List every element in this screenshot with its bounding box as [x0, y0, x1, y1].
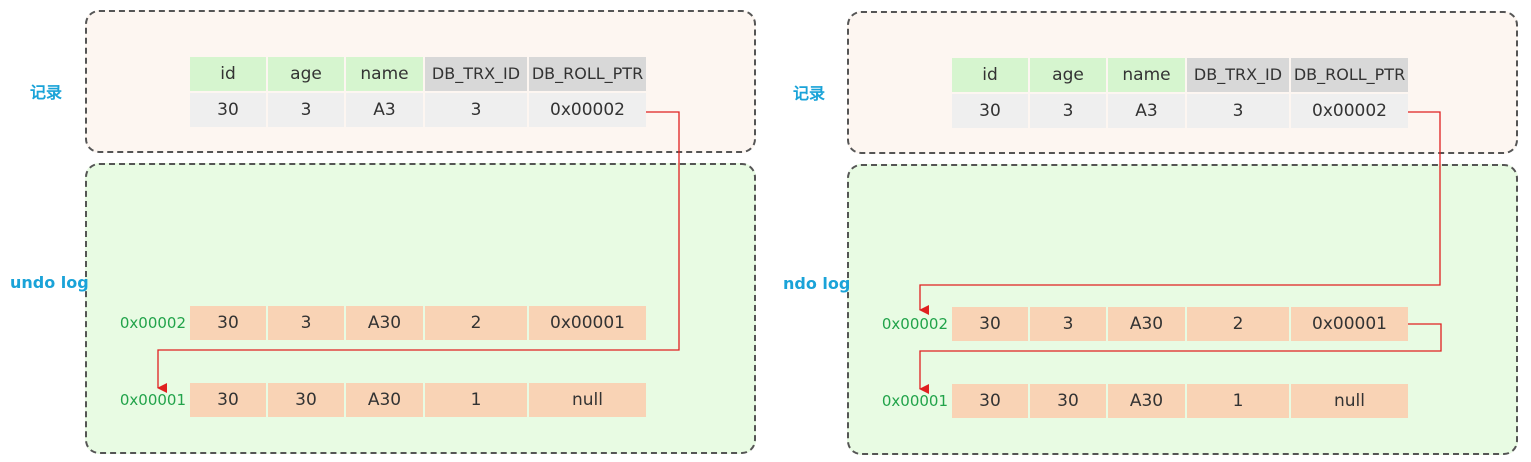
undo-address: 0x00001	[881, 392, 948, 410]
header-db-trx-id: DB_TRX_ID	[1187, 58, 1289, 92]
record-id: 30	[952, 94, 1028, 128]
record-name: A3	[346, 93, 423, 127]
header-name: name	[346, 57, 423, 91]
undo-cell-name: A30	[1108, 307, 1185, 341]
header-db-trx-id: DB_TRX_ID	[425, 57, 527, 91]
record-age: 3	[1030, 94, 1106, 128]
header-name: name	[1108, 58, 1185, 92]
pointer-arrows	[157, 111, 680, 393]
undo-log-label: ndo log	[783, 274, 851, 293]
header-id: id	[952, 58, 1028, 92]
record-roll-ptr: 0x00002	[529, 93, 646, 127]
undo-log-label: undo log	[10, 273, 89, 292]
undo-cell-age: 30	[1030, 384, 1106, 418]
left-panel: 记录 undo log id age name DB_TRX_ID DB_ROL…	[0, 0, 760, 462]
roll-pointer-arrow	[919, 323, 1442, 394]
undo-address: 0x00001	[119, 391, 186, 409]
header-db-roll-ptr: DB_ROLL_PTR	[529, 57, 646, 91]
undo-cell-roll-ptr: null	[529, 383, 646, 417]
record-trx-id: 3	[425, 93, 527, 127]
undo-cell-trx-id: 1	[1187, 384, 1289, 418]
undo-cell-age: 3	[1030, 307, 1106, 341]
record-label: 记录	[30, 83, 63, 102]
undo-cell-trx-id: 2	[1187, 307, 1289, 341]
undo-cell-id: 30	[190, 306, 266, 340]
record-label: 记录	[793, 84, 826, 103]
header-age: age	[1030, 58, 1106, 92]
header-db-roll-ptr: DB_ROLL_PTR	[1291, 58, 1408, 92]
pointer-arrows	[919, 111, 1442, 394]
undo-cell-name: A30	[1108, 384, 1185, 418]
record-name: A3	[1108, 94, 1185, 128]
undo-cell-id: 30	[952, 307, 1028, 341]
undo-cell-roll-ptr: 0x00001	[1291, 307, 1408, 341]
undo-cell-id: 30	[952, 384, 1028, 418]
header-id: id	[190, 57, 266, 91]
header-age: age	[268, 57, 344, 91]
undo-cell-trx-id: 1	[425, 383, 527, 417]
undo-cell-name: A30	[346, 306, 423, 340]
undo-cell-name: A30	[346, 383, 423, 417]
undo-cell-age: 30	[268, 383, 344, 417]
undo-cell-roll-ptr: 0x00001	[529, 306, 646, 340]
undo-cell-roll-ptr: null	[1291, 384, 1408, 418]
record-trx-id: 3	[1187, 94, 1289, 128]
record-id: 30	[190, 93, 266, 127]
undo-cell-id: 30	[190, 383, 266, 417]
record-roll-ptr: 0x00002	[1291, 94, 1408, 128]
right-panel: 记录 ndo log id age name DB_TRX_ID DB_ROLL…	[762, 0, 1522, 462]
undo-cell-trx-id: 2	[425, 306, 527, 340]
roll-pointer-arrow	[919, 111, 1441, 315]
undo-address: 0x00002	[119, 314, 186, 332]
record-age: 3	[268, 93, 344, 127]
undo-address: 0x00002	[881, 315, 948, 333]
undo-cell-age: 3	[268, 306, 344, 340]
roll-pointer-arrow	[157, 111, 680, 393]
